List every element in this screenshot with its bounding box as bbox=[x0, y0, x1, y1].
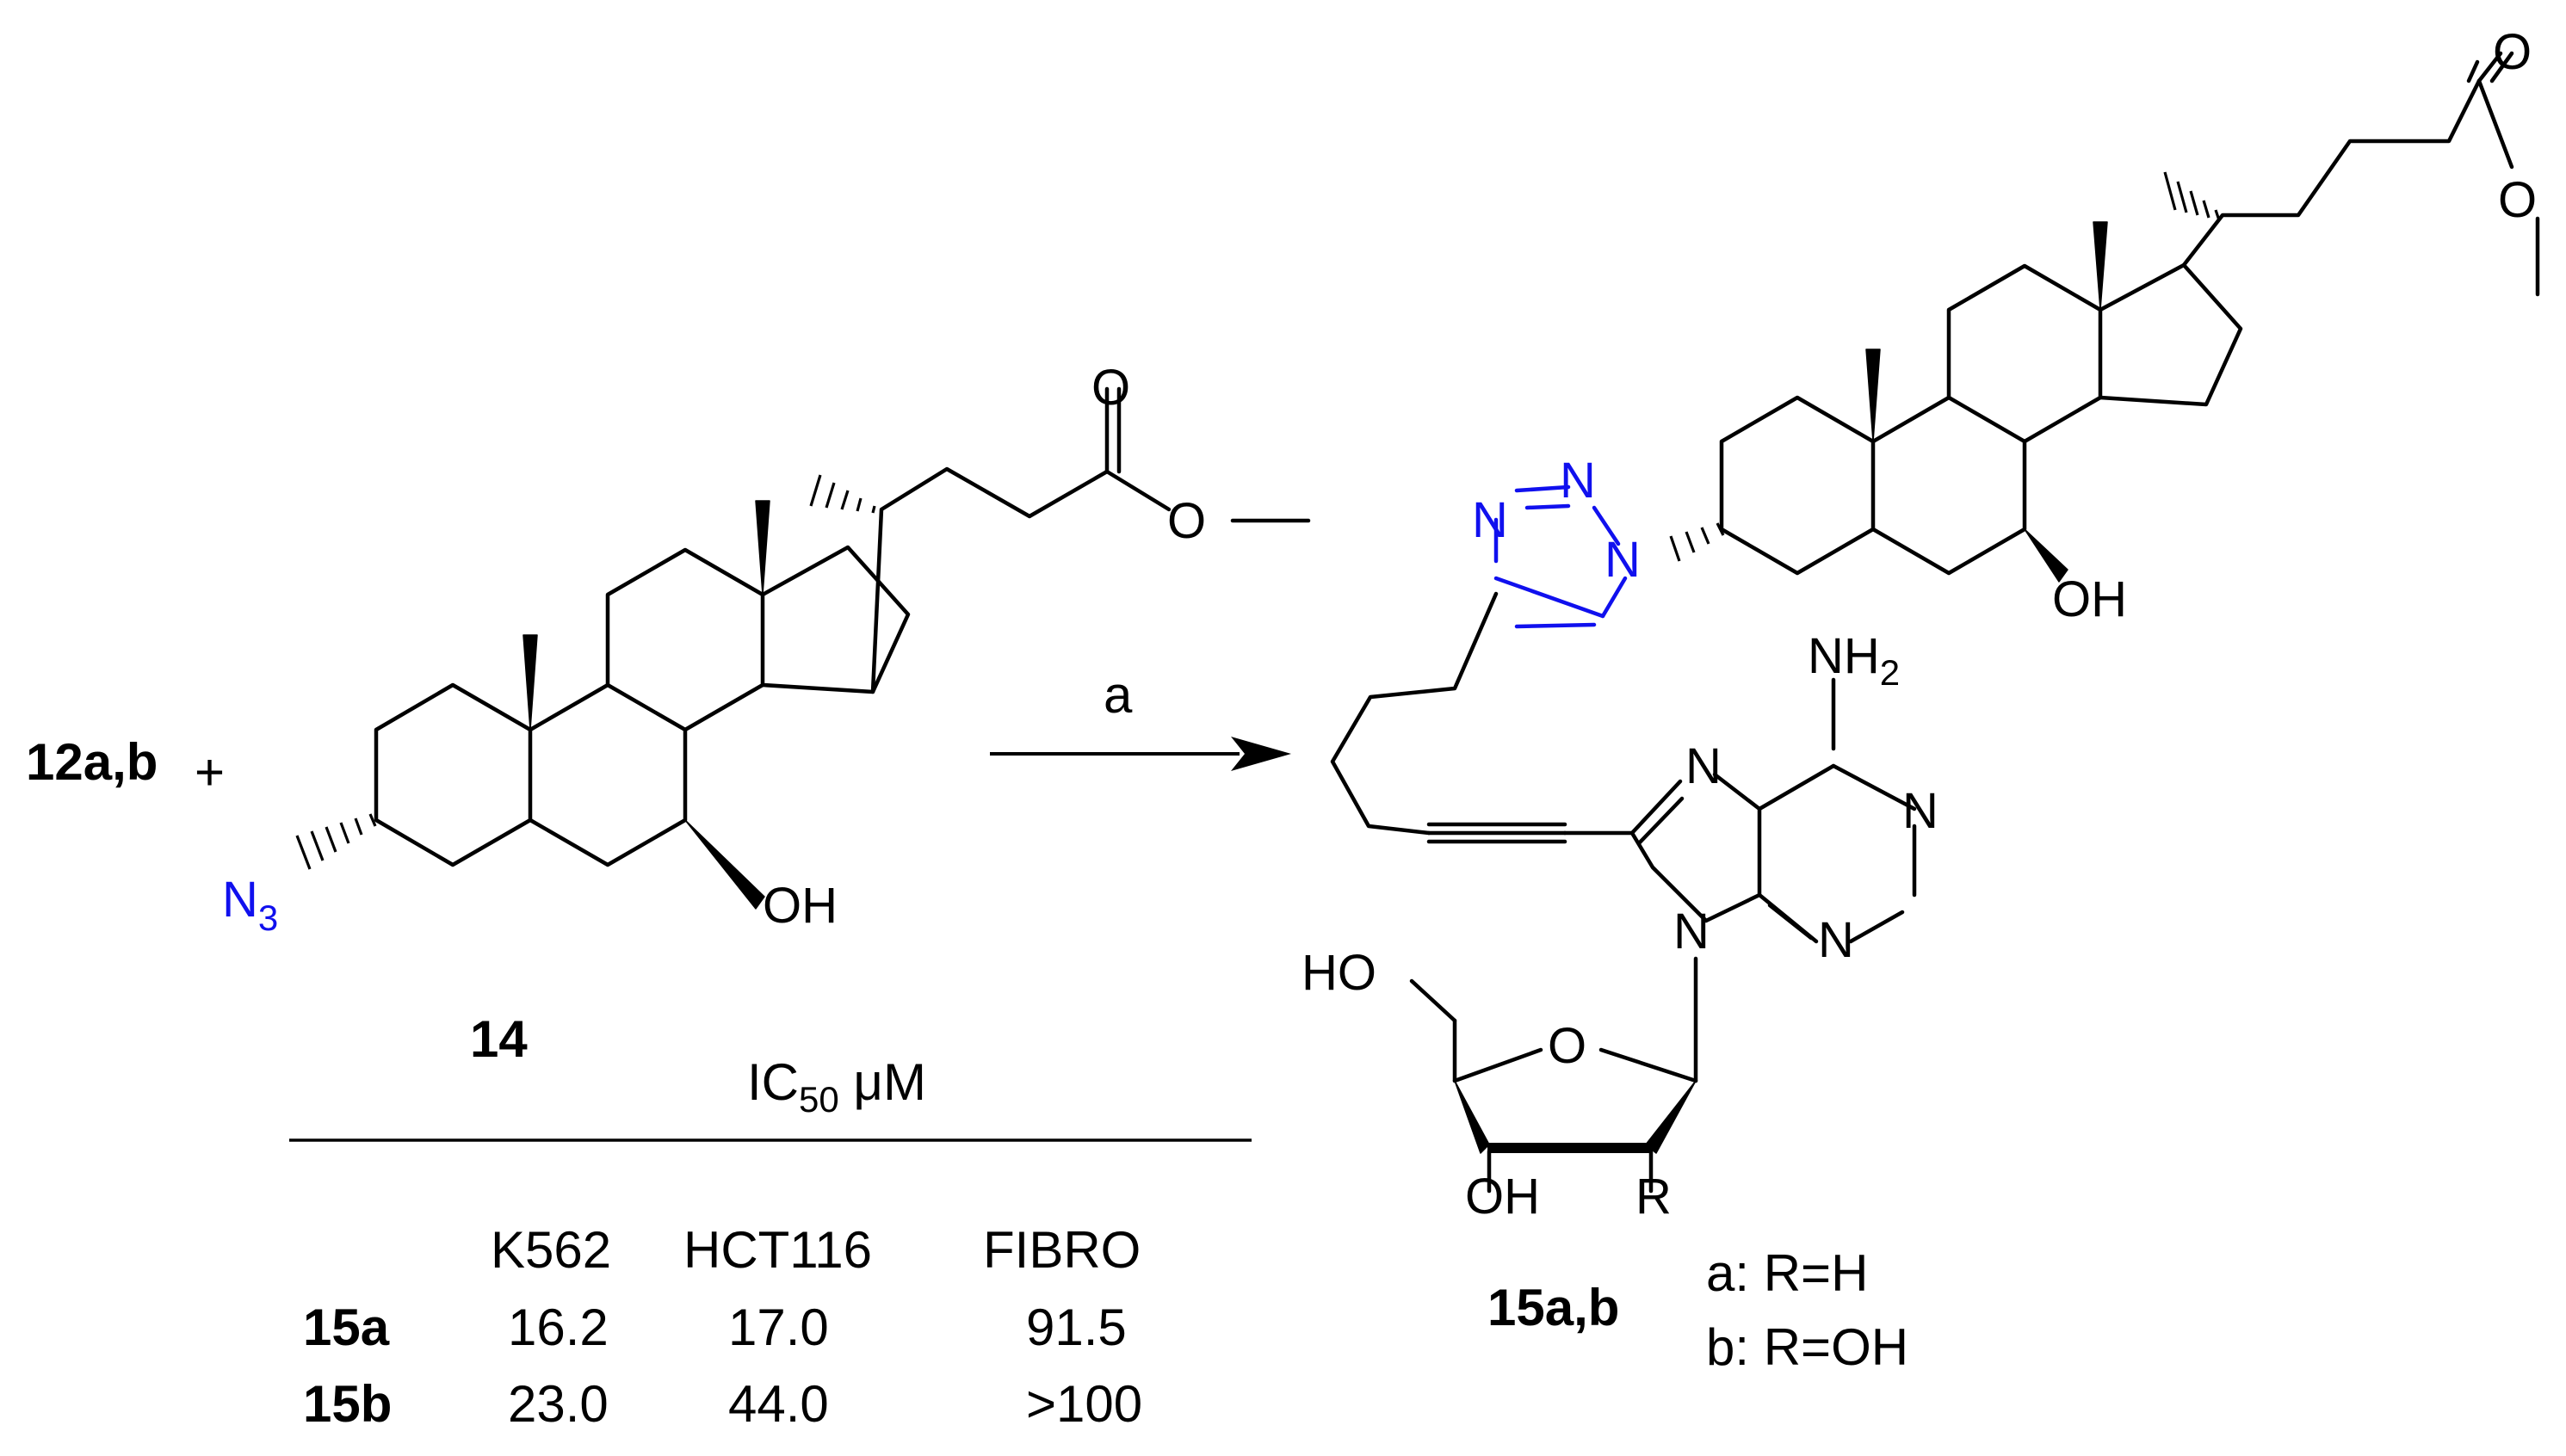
product-15-structure: O O OH N N N N N N N NH2 bbox=[1302, 24, 2540, 1225]
col-header: K562 bbox=[491, 1221, 611, 1279]
amino-group: NH2 bbox=[1808, 628, 1900, 693]
col-header: FIBRO bbox=[983, 1221, 1141, 1279]
cell: 16.2 bbox=[508, 1299, 609, 1356]
azide-group: N3 bbox=[222, 872, 278, 938]
product-label: 15a,b bbox=[1487, 1279, 1619, 1336]
svg-text:N: N bbox=[1685, 738, 1722, 794]
plus-sign: + bbox=[195, 743, 225, 801]
ic50-title: IC50 μM bbox=[747, 1053, 926, 1120]
cell: 17.0 bbox=[728, 1299, 829, 1356]
svg-text:N: N bbox=[1673, 904, 1710, 959]
variant-a-label: a: R=H bbox=[1706, 1244, 1868, 1302]
svg-text:OH: OH bbox=[2052, 571, 2127, 627]
variant-b-label: b: R=OH bbox=[1706, 1318, 1908, 1376]
svg-text:N: N bbox=[1902, 783, 1938, 839]
row-label: 15b bbox=[303, 1375, 392, 1433]
svg-text:O: O bbox=[1548, 1018, 1586, 1074]
reagent-label: a bbox=[1104, 666, 1133, 724]
compound-14-structure: O O OH N3 bbox=[222, 360, 1311, 938]
svg-text:R: R bbox=[1635, 1169, 1672, 1225]
svg-text:N: N bbox=[1818, 912, 1854, 968]
svg-text:OH: OH bbox=[1465, 1169, 1540, 1225]
svg-text:O: O bbox=[1167, 493, 1206, 549]
compound-14-label: 14 bbox=[470, 1010, 528, 1068]
reaction-arrow: a bbox=[990, 666, 1291, 771]
svg-text:N: N bbox=[1560, 453, 1596, 509]
svg-text:N: N bbox=[1605, 532, 1641, 588]
cell: 23.0 bbox=[508, 1375, 609, 1433]
cell: 44.0 bbox=[728, 1375, 829, 1433]
cell: >100 bbox=[1026, 1375, 1142, 1433]
ic50-table: IC50 μM K562 HCT116 FIBRO 15a 16.2 17.0 … bbox=[289, 1053, 1252, 1433]
svg-text:OH: OH bbox=[763, 878, 838, 934]
svg-text:HO: HO bbox=[1302, 945, 1376, 1001]
cell: 91.5 bbox=[1026, 1299, 1127, 1356]
col-header: HCT116 bbox=[683, 1221, 872, 1279]
svg-text:O: O bbox=[2498, 172, 2537, 228]
reactant-label: 12a,b bbox=[26, 733, 158, 791]
row-label: 15a bbox=[303, 1299, 390, 1356]
svg-text:O: O bbox=[2493, 24, 2532, 80]
svg-text:N: N bbox=[1472, 492, 1508, 548]
svg-text:O: O bbox=[1091, 360, 1130, 416]
